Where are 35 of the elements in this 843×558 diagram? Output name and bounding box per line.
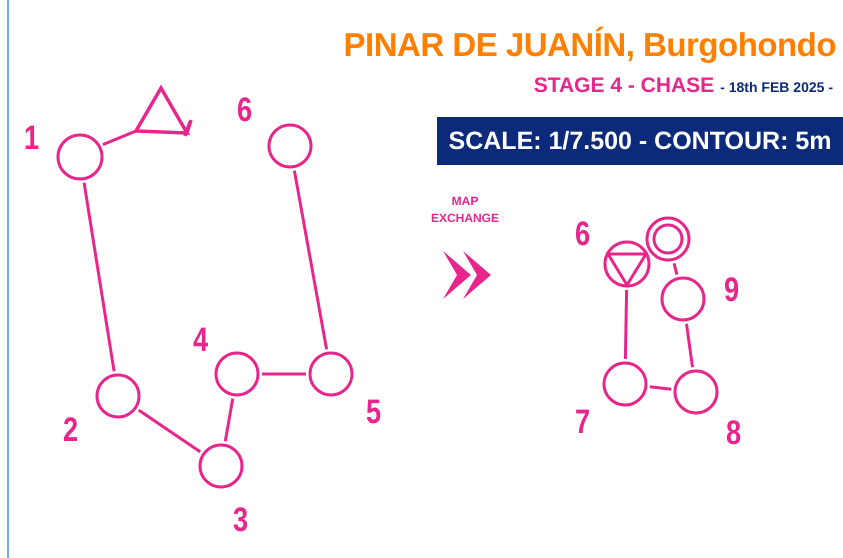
control-circle	[55, 132, 105, 182]
control-number: 4	[193, 323, 208, 357]
stage-heading: STAGE 4 - CHASE	[534, 74, 714, 97]
control-circle	[672, 368, 720, 416]
control-number: 7	[575, 405, 590, 439]
control-number: 6	[575, 217, 590, 251]
map-title: PINAR DE JUANÍN, Burgohondo	[344, 26, 836, 64]
course-leg-line	[82, 182, 116, 372]
course-leg-line	[672, 262, 678, 276]
control-number: 5	[366, 395, 382, 429]
control-circle	[307, 350, 355, 398]
map-exchange-label: MAP EXCHANGE	[430, 193, 500, 227]
course-leg-line	[102, 130, 137, 146]
control-circle	[213, 350, 261, 398]
control-number: 2	[63, 413, 78, 447]
date-text: - 18th FEB 2025 -	[720, 79, 833, 95]
course-leg-line	[292, 170, 328, 350]
course-leg-line	[650, 385, 672, 391]
scale-banner: SCALE: 1/7.500 - CONTOUR: 5m	[437, 117, 843, 165]
control-number: 8	[726, 416, 742, 450]
control-number: 3	[233, 503, 248, 537]
course-leg-line	[685, 324, 694, 368]
control-number: 9	[724, 273, 740, 307]
control-circle	[94, 372, 142, 420]
course-leg-line	[224, 398, 234, 442]
control-circle	[266, 122, 314, 170]
course-leg-line	[262, 372, 306, 376]
control-number: 6	[237, 93, 252, 127]
control-circle	[197, 442, 245, 490]
control-circle	[601, 360, 649, 408]
course-leg-line	[624, 290, 628, 360]
finish-double-circle	[644, 215, 692, 263]
control-circle	[659, 275, 707, 323]
control-number: 1	[24, 121, 40, 155]
course-leg-line	[138, 408, 202, 454]
